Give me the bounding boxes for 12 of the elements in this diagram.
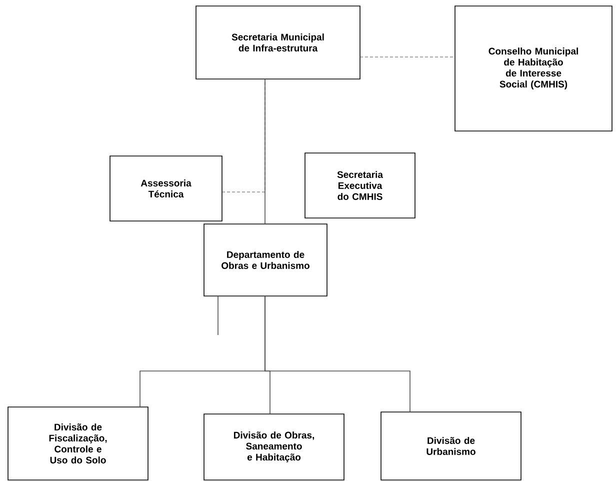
org-box: Secretaria Executiva do CMHIS	[304, 152, 416, 218]
org-box: Departamento de Obras e Urbanismo	[204, 224, 328, 296]
org-box: Conselho Municipal de Habitação de Interesse Social (CMHIS)	[454, 6, 612, 132]
org-box: Assessoria Técnica	[110, 156, 222, 222]
connector-line	[264, 78, 266, 224]
connector-line	[264, 296, 410, 412]
connector-line	[360, 56, 456, 58]
org-box: Secretaria Municipal de Infra-estrutura	[196, 6, 360, 80]
connector-line	[222, 78, 266, 192]
org-box: Divisão de Obras, Saneamento e Habitação	[204, 414, 344, 480]
org-box: Divisão de Urbanismo	[380, 412, 522, 480]
org-box: Divisão de Fiscalização, Controle e Uso do Solo	[8, 406, 148, 480]
